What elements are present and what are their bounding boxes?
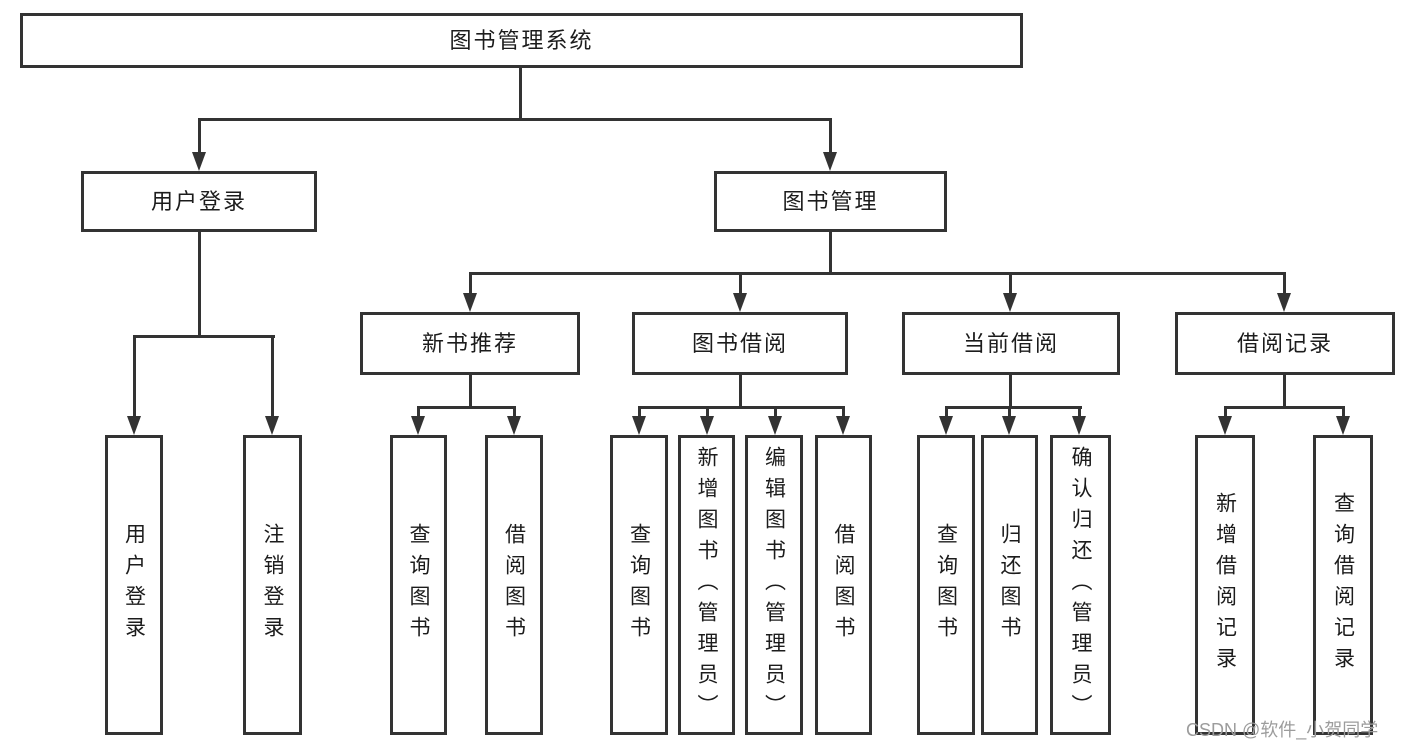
arrow-down-icon <box>823 152 837 171</box>
edge-line <box>1224 406 1227 420</box>
arrow-down-icon <box>192 152 206 171</box>
arrow-down-icon <box>836 416 850 435</box>
arrow-down-icon <box>265 416 279 435</box>
leaf-borrow-books-recommend: 借阅图书 <box>485 435 543 735</box>
node-borrow-records: 借阅记录 <box>1175 312 1395 375</box>
edge-line <box>829 118 832 156</box>
leaf-logout: 注销登录 <box>243 435 302 735</box>
arrow-down-icon <box>411 416 425 435</box>
arrow-down-icon <box>768 416 782 435</box>
node-current-borrow: 当前借阅 <box>902 312 1120 375</box>
edge-line <box>198 118 832 121</box>
leaf-add-book-admin: 新增图书（管理员） <box>678 435 735 735</box>
arrow-down-icon <box>1002 416 1016 435</box>
edge-line <box>198 230 201 338</box>
edge-line <box>271 335 274 419</box>
edge-line <box>638 406 845 409</box>
edge-line <box>945 406 1082 409</box>
leaf-query-books-recommend: 查询图书 <box>390 435 447 735</box>
leaf-query-books-borrow: 查询图书 <box>610 435 668 735</box>
arrow-down-icon <box>463 293 477 312</box>
edge-line <box>1009 272 1012 297</box>
edge-line <box>774 406 777 420</box>
edge-line <box>513 406 516 420</box>
csdn-watermark: CSDN @软件_小贺同学 <box>1186 720 1379 740</box>
edge-line <box>1008 406 1011 420</box>
arrow-down-icon <box>939 416 953 435</box>
leaf-confirm-return-admin: 确认归还（管理员） <box>1050 435 1111 735</box>
edge-line <box>1224 406 1345 409</box>
edge-line <box>1009 373 1012 409</box>
edge-line <box>1342 406 1345 420</box>
edge-line <box>469 272 472 297</box>
edge-line <box>417 406 516 409</box>
edge-line <box>706 406 709 420</box>
edge-line <box>1283 272 1286 297</box>
leaf-user-login: 用户登录 <box>105 435 163 735</box>
edge-line <box>842 406 845 420</box>
edge-line <box>739 272 742 297</box>
arrow-down-icon <box>1218 416 1232 435</box>
arrow-down-icon <box>733 293 747 312</box>
arrow-down-icon <box>1336 416 1350 435</box>
leaf-query-books-current: 查询图书 <box>917 435 975 735</box>
arrow-down-icon <box>700 416 714 435</box>
edge-line <box>1078 406 1081 420</box>
edge-line <box>133 335 275 338</box>
leaf-return-book: 归还图书 <box>981 435 1038 735</box>
leaf-edit-book-admin: 编辑图书（管理员） <box>745 435 803 735</box>
node-book-borrow: 图书借阅 <box>632 312 848 375</box>
leaf-add-borrow-record: 新增借阅记录 <box>1195 435 1255 735</box>
edge-line <box>829 230 832 275</box>
arrow-down-icon <box>1072 416 1086 435</box>
arrow-down-icon <box>507 416 521 435</box>
arrow-down-icon <box>1003 293 1017 312</box>
edge-line <box>519 66 522 121</box>
edge-line <box>739 373 742 409</box>
node-user-login: 用户登录 <box>81 171 317 232</box>
leaf-borrow-books-borrow: 借阅图书 <box>815 435 872 735</box>
leaf-query-borrow-record: 查询借阅记录 <box>1313 435 1373 735</box>
edge-line <box>945 406 948 420</box>
node-new-book-recommend: 新书推荐 <box>360 312 580 375</box>
node-root: 图书管理系统 <box>20 13 1023 68</box>
arrow-down-icon <box>632 416 646 435</box>
arrow-down-icon <box>127 416 141 435</box>
edge-line <box>198 118 201 156</box>
arrow-down-icon <box>1277 293 1291 312</box>
edge-line <box>638 406 641 420</box>
edge-line <box>133 335 136 419</box>
edge-line <box>417 406 420 420</box>
edge-line <box>469 373 472 409</box>
edge-line <box>1283 373 1286 409</box>
edge-line <box>469 272 1286 275</box>
node-book-management: 图书管理 <box>714 171 947 232</box>
